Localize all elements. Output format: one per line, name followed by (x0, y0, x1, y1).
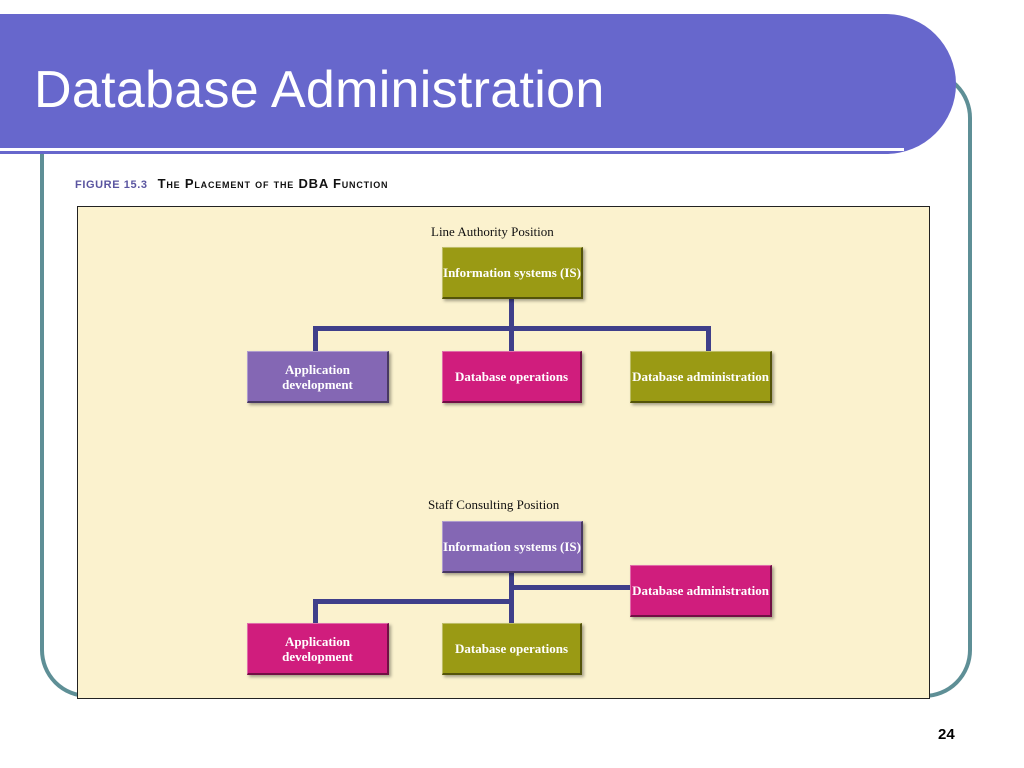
staff-consulting-heading: Staff Consulting Position (428, 497, 560, 512)
figure-title: The Placement of the DBA Function (157, 176, 389, 191)
staff-root-connector (509, 572, 514, 624)
line-is-box: Information systems (IS) (442, 247, 583, 299)
staff-database-operations-box: Database operations (442, 623, 582, 675)
title-bar: Database Administration (0, 14, 956, 154)
staff-horizontal-connector (313, 599, 514, 604)
figure-number: FIGURE 15.3 (75, 179, 148, 191)
line-application-development-box: Application development (247, 351, 389, 403)
title-underline (0, 148, 904, 151)
staff-left-drop (313, 599, 318, 623)
line-center-drop (509, 326, 514, 351)
line-database-operations-box: Database operations (442, 351, 582, 403)
line-database-administration-box: Database administration (630, 351, 772, 403)
line-root-connector (509, 296, 514, 328)
org-chart-figure: Line Authority Position Information syst… (77, 206, 930, 699)
slide-title: Database Administration (34, 61, 605, 119)
line-right-drop (706, 326, 711, 351)
figure-caption: FIGURE 15.3 The Placement of the DBA Func… (75, 176, 388, 191)
staff-is-box: Information systems (IS) (442, 521, 583, 573)
line-left-drop (313, 326, 318, 351)
staff-database-administration-box: Database administration (630, 565, 772, 617)
line-authority-heading: Line Authority Position (431, 224, 554, 239)
staff-side-connector (509, 585, 633, 590)
staff-application-development-box: Application development (247, 623, 389, 675)
page-number: 24 (938, 726, 955, 743)
